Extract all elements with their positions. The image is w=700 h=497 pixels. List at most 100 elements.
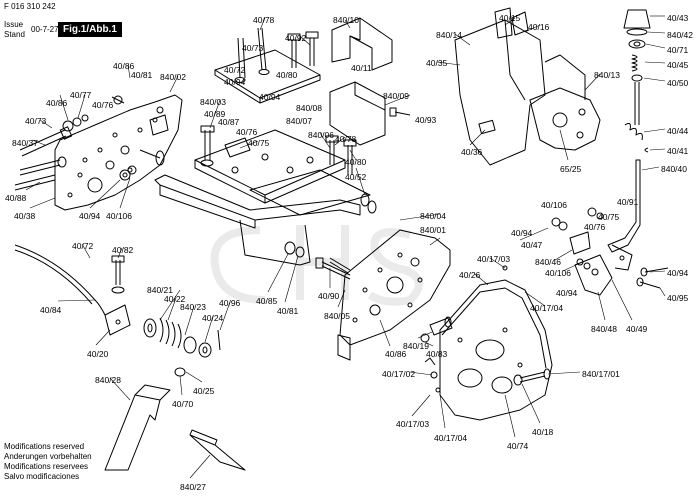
part-label: 840/09 — [383, 91, 409, 101]
part-label: 40/81 — [277, 306, 299, 316]
part-label: 40/50 — [667, 78, 689, 88]
modifications-notes: Modifications reserved Anderungen vorbeh… — [4, 442, 92, 482]
part-label: 40/72 — [72, 241, 94, 251]
part-label: 840/07 — [286, 116, 312, 126]
part-label: 65/25 — [560, 164, 582, 174]
part-label: 40/44 — [667, 126, 689, 136]
part-label: 40/11 — [351, 63, 372, 73]
issue-date: 00-7-27 — [31, 25, 59, 34]
note-de: Anderungen vorbehalten — [4, 452, 92, 461]
part-label: 40/71 — [667, 45, 689, 55]
part-label: 40/85 — [256, 296, 278, 306]
part-label: 40/86 — [46, 98, 68, 108]
part-label: 40/43 — [667, 13, 689, 23]
part-label: 40/92 — [285, 33, 307, 43]
part-label: 40/52 — [345, 172, 367, 182]
part-label: 40/88 — [5, 193, 27, 203]
part-label: 40/18 — [532, 427, 554, 437]
part-label: 40/72 — [224, 65, 246, 75]
doc-number: F 016 310 242 — [4, 2, 56, 11]
part-label: 40/90 — [318, 291, 340, 301]
top-plate — [194, 129, 346, 204]
part-label: 40/16 — [528, 22, 550, 32]
part-label: 40/36 — [461, 147, 483, 157]
part-label: 840/05 — [324, 311, 350, 321]
part-label: 840/37 — [12, 138, 38, 148]
part-label: 40/84 — [40, 305, 62, 315]
part-label: 40/38 — [14, 211, 36, 221]
note-en: Modifications reserved — [4, 442, 85, 451]
leader-lines — [25, 15, 666, 479]
part-label: 840/03 — [200, 97, 226, 107]
bracket-840-13 — [529, 54, 601, 151]
part-label: 840/28 — [95, 375, 121, 385]
left-side-plate — [54, 94, 183, 211]
part-label: 40/25 — [193, 386, 215, 396]
part-label: 40/86 — [385, 349, 407, 359]
lever-assembly — [551, 9, 669, 296]
stand-label: Stand — [4, 30, 25, 39]
part-label: 40/49 — [626, 324, 648, 334]
part-label: 40/15 — [499, 13, 521, 23]
part-label: 40/17/03 — [477, 254, 510, 264]
part-label: 40/87 — [218, 117, 240, 127]
part-label: 40/106 — [106, 211, 132, 221]
part-label: 40/78 — [335, 134, 357, 144]
part-label: 40/70 — [172, 399, 194, 409]
part-label: 40/17/03 — [396, 419, 429, 429]
part-label: 40/73 — [25, 116, 47, 126]
part-label: 40/94 — [259, 92, 281, 102]
part-label: 40/94 — [556, 288, 578, 298]
part-label: 40/94 — [79, 211, 101, 221]
part-label: 40/81 — [131, 70, 153, 80]
part-label: 40/94 — [667, 268, 689, 278]
note-fr: Modifications reservees — [4, 462, 89, 471]
part-label: 40/95 — [667, 293, 689, 303]
figure-badge: Fig.1/Abb.1 — [58, 22, 122, 37]
part-label: 40/76 — [584, 222, 606, 232]
part-label: 840/46 — [535, 257, 561, 267]
part-label: 40/78 — [253, 15, 275, 25]
top-bolts — [200, 27, 377, 214]
plate-840-27 — [189, 429, 246, 471]
part-label: 40/17/04 — [530, 303, 563, 313]
note-es: Salvo modificaciones — [4, 472, 80, 481]
plate-840-08 — [214, 49, 321, 104]
bolt-40-90 — [284, 241, 351, 280]
part-label: 40/45 — [667, 60, 689, 70]
cable-spring-assembly — [14, 244, 221, 377]
part-label: 40/94 — [511, 228, 533, 238]
part-label: 40/75 — [248, 138, 270, 148]
base-frame — [154, 169, 371, 266]
part-label: 40/73 — [242, 43, 264, 53]
part-label: 40/94 — [224, 77, 246, 87]
bushing-840-19 — [420, 316, 453, 366]
part-number-labels: 40/78 840/10 40/15 40/16 840/14 40/92 40/73 40/… — [5, 13, 693, 492]
part-label: 40/80 — [276, 70, 298, 80]
part-label: 840/19 — [403, 341, 429, 351]
shroud-840-14 — [454, 7, 546, 166]
part-label: 840/14 — [436, 30, 462, 40]
watermark-logo — [210, 225, 423, 306]
part-label: 40/24 — [202, 313, 224, 323]
part-label: 840/10 — [333, 15, 359, 25]
housing-840-17-01 — [430, 265, 553, 421]
part-label: 40/17/04 — [434, 433, 467, 443]
part-label: 40/17/02 — [382, 369, 415, 379]
part-label: 40/74 — [507, 441, 529, 451]
cover-840-09 — [329, 81, 411, 146]
part-label: 40/96 — [219, 298, 241, 308]
part-label: 40/86 — [113, 61, 135, 71]
part-label: 40/75 — [598, 212, 620, 222]
part-label: 840/17/01 — [582, 369, 620, 379]
part-label: 840/01 — [420, 225, 446, 235]
part-label: 840/13 — [594, 70, 620, 80]
right-side-plate — [329, 229, 451, 361]
part-label: 40/35 — [426, 58, 448, 68]
part-label: 40/76 — [92, 100, 114, 110]
part-label: 840/40 — [661, 164, 687, 174]
part-label: 40/93 — [415, 115, 437, 125]
part-label: 40/89 — [204, 109, 226, 119]
part-label: 40/83 — [426, 349, 448, 359]
